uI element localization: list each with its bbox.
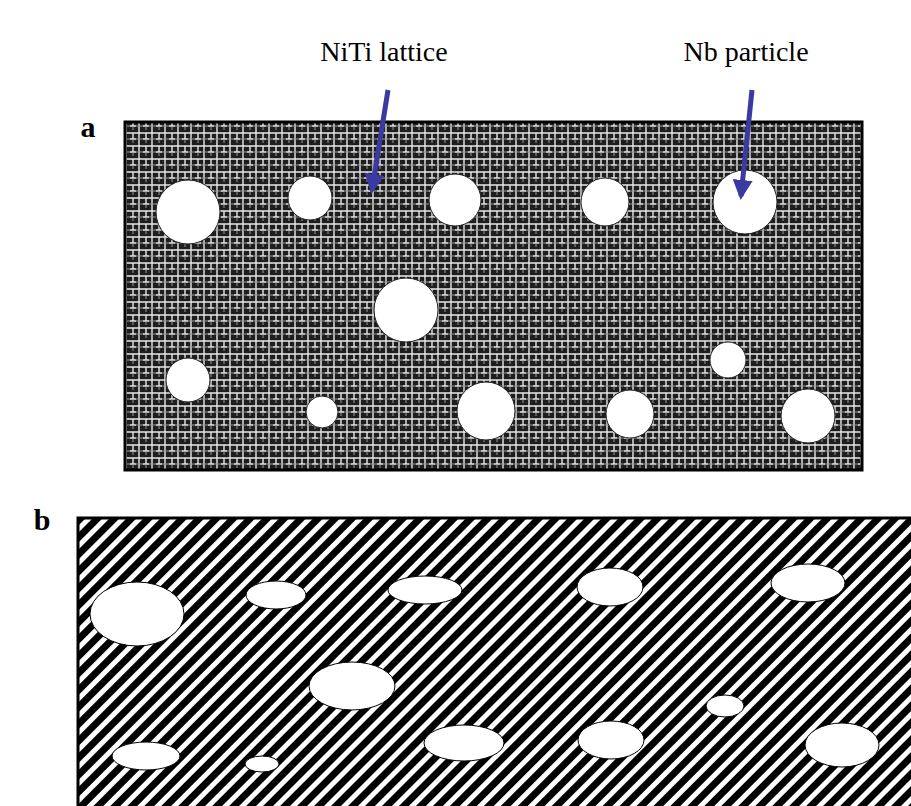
nb-particle	[309, 662, 395, 710]
nb-particle	[577, 568, 643, 606]
leader-line	[741, 90, 752, 196]
nb-particle	[246, 581, 306, 609]
nb-particle	[457, 382, 515, 440]
nb-particle	[90, 582, 184, 646]
part-label: Nb particle	[683, 36, 808, 68]
part-label: NiTi lattice	[320, 36, 447, 68]
nb-particle	[805, 723, 879, 767]
nb-particle	[581, 178, 629, 226]
nb-particle	[245, 756, 279, 772]
leader-arrows	[372, 90, 752, 196]
nb-particle	[781, 389, 835, 443]
nb-particle	[606, 390, 654, 438]
nb-particle	[306, 396, 338, 428]
nb-particle	[388, 576, 462, 604]
panel-letter: a	[81, 110, 96, 144]
panel-letter: b	[34, 503, 51, 537]
nb-particle	[706, 695, 744, 717]
panel-a	[125, 122, 862, 470]
nb-particle	[578, 721, 644, 759]
nb-particle	[112, 742, 180, 770]
panel-b	[78, 518, 911, 806]
nb-particle	[424, 725, 504, 761]
nb-particle	[156, 180, 220, 244]
nb-particle	[710, 342, 746, 378]
nb-particle	[771, 564, 845, 602]
nb-particle	[166, 358, 210, 402]
nb-particle	[288, 176, 332, 220]
nb-particle	[429, 174, 481, 226]
leader-line	[372, 90, 388, 190]
nb-particle	[374, 278, 438, 342]
